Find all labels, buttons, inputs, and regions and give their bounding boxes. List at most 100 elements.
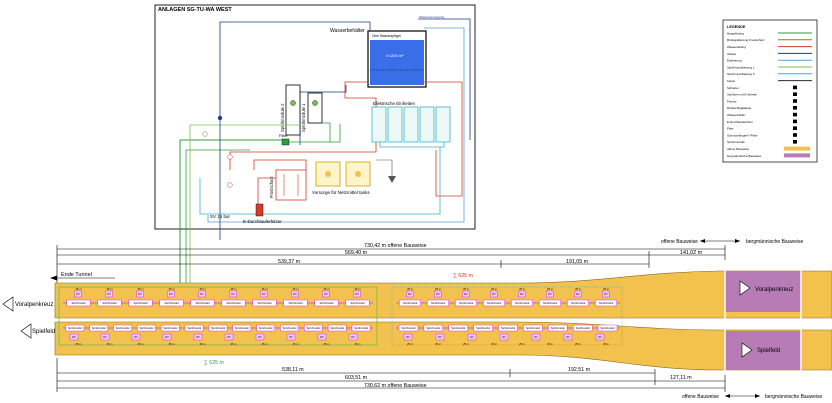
spray-module-label: Sprühmodul [72, 301, 86, 305]
tunnel-tube-bottom [54, 321, 832, 371]
spray-module-label: Sprühmodul [543, 301, 557, 305]
spray-module [427, 299, 449, 307]
segment-length-label: 25 m [76, 342, 82, 346]
distribution-valve [546, 290, 554, 298]
distribution-valve-label: DV [464, 292, 468, 296]
spray-module [160, 324, 180, 332]
spray-module [398, 324, 419, 332]
distribution-valve [162, 333, 172, 341]
distribution-valve-label: DV [408, 292, 412, 296]
spray-module-label: Sprühmodul [196, 301, 210, 305]
frost-label: Frostschutz [269, 176, 274, 198]
spray-module [539, 299, 561, 307]
legend-label: Hauptleitung [727, 31, 744, 35]
valve-icon [202, 131, 208, 137]
bergm-label-bottom: bergmännische Bauweise [765, 394, 822, 400]
spray-module [304, 324, 323, 332]
distribution-valve [467, 333, 477, 341]
dim-top-2: 141,02 m [680, 250, 703, 256]
segment-length-label: 25 m [355, 342, 361, 346]
segment-length-label: 25 m [324, 342, 330, 346]
sv-label: SV 16 bar [210, 214, 231, 219]
spray-module [523, 324, 543, 332]
pump-group-2-label: Sprühmodule 2 [280, 103, 285, 132]
segment-length-label: 25 m [575, 287, 581, 291]
portal-bottom-right-label: Spielfeld [757, 348, 780, 354]
distribution-valve [563, 333, 573, 341]
bergm-section-top [725, 271, 801, 312]
legend-label: bergmännische Bauweise [727, 154, 762, 158]
portal-left-bottom: Spielfeld [20, 323, 55, 339]
portal-chevron-icon [2, 296, 14, 312]
spray-module-label: Sprühmodul [601, 326, 615, 330]
dim-top-4: 539,37 m [278, 259, 301, 265]
portal-chevron-icon [20, 323, 32, 339]
spray-module-label: Sprühmodul [599, 301, 613, 305]
legend-symbol-icon [793, 133, 797, 137]
spray-module-label: Sprühmodul [139, 326, 153, 330]
pipe-green-up [289, 124, 341, 143]
valve-icon [227, 182, 233, 188]
dim-top-3: 569,40 m [345, 250, 368, 256]
pipe-navy-tank [219, 21, 371, 118]
portal-right-top: Voralpenkreuz [739, 280, 793, 296]
pipe-navy-inlet [418, 18, 471, 140]
legend-symbol-icon [793, 106, 797, 110]
electrical-unit [435, 106, 451, 143]
spray-module [128, 299, 153, 307]
portal-chevron-icon [739, 280, 751, 296]
legend-label: Abwas [727, 52, 737, 56]
legend-label: Kanal [727, 79, 735, 83]
pipe-red-heater [257, 177, 276, 212]
legend-box [722, 19, 818, 163]
legend-symbol-icon [793, 140, 797, 144]
tank-title: Wasserbehälter [330, 28, 365, 34]
spray-module [66, 299, 91, 307]
segment-length-label: 25 m [603, 342, 609, 346]
pipe-green-main [179, 139, 282, 290]
spray-module [567, 299, 589, 307]
pipe-green-pumps [322, 122, 331, 142]
spray-module [97, 299, 122, 307]
distribution-valve [255, 333, 265, 341]
tunnel-tube-top [54, 270, 832, 319]
pipe-lime-main [189, 124, 300, 290]
legend-swatch [784, 153, 810, 158]
dim-bottom-2: 192,51 m [568, 367, 591, 373]
distribution-valve [602, 290, 610, 298]
spray-module [283, 299, 308, 307]
distribution-valve-label: DV [534, 335, 538, 339]
distribution-valve-label: DV [520, 292, 524, 296]
spray-module-label: Sprühmodul [259, 326, 273, 330]
legend-label: offene Bauweise [727, 147, 749, 151]
spray-module-label: Sprühmodul [571, 301, 585, 305]
distribution-valve-label: DV [196, 335, 200, 339]
distribution-valve-label: DV [576, 292, 580, 296]
segment-length-label: 25 m [262, 342, 268, 346]
distribution-valve [69, 333, 79, 341]
segment-length-label: 25 m [519, 342, 525, 346]
spray-module [572, 324, 593, 332]
segment-length-label: 25 m [324, 287, 330, 291]
distribution-valve [317, 333, 327, 341]
distribution-valve [198, 290, 206, 298]
spray-module [483, 299, 505, 307]
distribution-valve-label: DV [107, 292, 111, 296]
pump-group-1-label: Sprühmodule 1 [301, 103, 306, 132]
distribution-valve-label: DV [351, 335, 355, 339]
ende-tunnel-label: Ende Tunnel [61, 272, 92, 278]
pump-icon [312, 100, 318, 106]
spray-module-label: Sprühmodul [68, 326, 82, 330]
electrical-unit [419, 106, 435, 143]
pipe-red-frost [253, 159, 307, 170]
segment-length-label: 25 m [603, 287, 609, 291]
spray-module [511, 299, 533, 307]
distribution-valve-label: DV [227, 335, 231, 339]
spray-zone-1 [58, 286, 378, 346]
legend-label: Filter [727, 127, 734, 131]
legend-label: Schmutzfänger/Y-Filter [727, 133, 757, 137]
spray-module [351, 324, 371, 332]
spray-module-label: Sprühmodul [401, 326, 415, 330]
distribution-valve [435, 333, 445, 341]
